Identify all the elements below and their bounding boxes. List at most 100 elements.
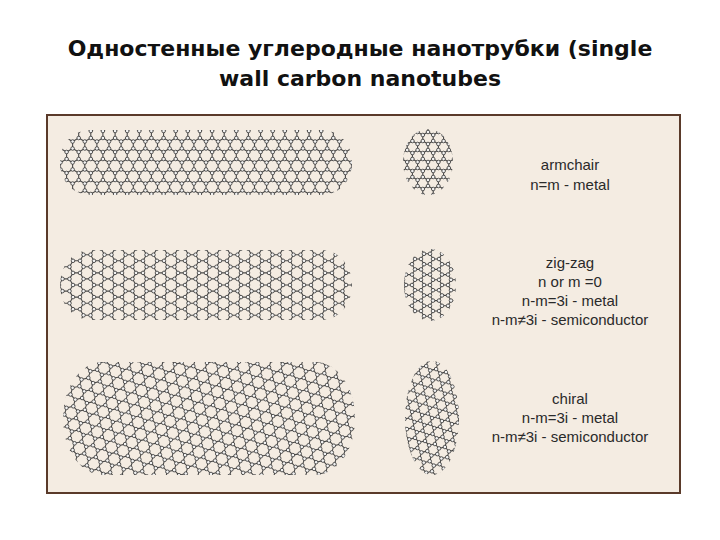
carbon-atom: [332, 136, 336, 140]
carbon-atom: [455, 320, 459, 324]
carbon-atom: [291, 453, 295, 457]
carbon-atom: [256, 362, 260, 366]
carbon-atom: [246, 259, 250, 263]
carbon-atom: [208, 289, 212, 293]
carbon-atom: [101, 178, 105, 182]
carbon-atom: [395, 148, 399, 152]
carbon-atom: [222, 157, 226, 161]
carbon-atom: [208, 435, 212, 439]
carbon-atom: [77, 171, 81, 175]
carbon-atom: [304, 370, 308, 374]
carbon-atom: [440, 457, 444, 461]
carbon-atom: [428, 314, 432, 318]
carbon-atom: [249, 426, 253, 430]
carbon-atom: [97, 423, 101, 427]
carbon-atom: [332, 130, 336, 133]
carbon-atom: [89, 432, 93, 436]
carbon-atom: [119, 375, 123, 379]
carbon-atom: [162, 259, 166, 263]
carbon-atom: [257, 399, 261, 403]
carbon-atom: [431, 157, 435, 161]
carbon-atom: [401, 268, 405, 272]
carbon-atom: [395, 355, 399, 359]
carbon-atom: [416, 355, 420, 359]
carbon-atom: [350, 189, 352, 193]
carbon-atom: [403, 380, 407, 384]
carbon-atom: [292, 253, 296, 257]
carbon-atom: [419, 309, 423, 313]
carbon-atom: [405, 196, 409, 200]
carbon-atom: [162, 157, 166, 161]
carbon-atom: [301, 140, 305, 144]
carbon-atom: [448, 375, 452, 379]
carbon-atom: [132, 416, 136, 420]
carbon-atom: [103, 253, 107, 257]
carbon-atom: [78, 250, 82, 251]
carbon-atom: [119, 140, 123, 144]
carbon-atom: [257, 253, 261, 257]
carbon-atom: [410, 304, 414, 308]
carbon-atom: [207, 417, 211, 421]
carbon-atom: [351, 307, 352, 311]
carbon-atom: [452, 151, 456, 155]
carbon-atom: [346, 459, 350, 463]
carbon-atom: [423, 439, 427, 443]
carbon-atom: [431, 236, 435, 240]
carbon-atom: [202, 393, 206, 397]
carbon-atom: [61, 314, 65, 318]
carbon-atom: [437, 160, 441, 164]
carbon-atom: [144, 438, 148, 442]
carbon-atom: [421, 157, 425, 161]
carbon-atom: [416, 130, 420, 134]
carbon-atom: [422, 354, 426, 358]
carbon-atom: [390, 121, 394, 125]
carbon-atom: [144, 182, 148, 186]
carbon-atom: [426, 124, 430, 128]
carbon-atom: [307, 178, 311, 182]
carbon-atom: [431, 288, 435, 292]
carbon-atom: [446, 283, 450, 287]
carbon-atom: [437, 247, 441, 251]
carbon-atom: [350, 427, 354, 431]
carbon-atom: [395, 330, 399, 334]
carbon-atom: [464, 314, 468, 318]
carbon-atom: [426, 178, 430, 182]
carbon-atom: [92, 259, 96, 263]
carbon-atom: [431, 320, 435, 324]
carbon-atom: [74, 398, 78, 402]
carbon-atom: [229, 253, 233, 257]
carbon-atom: [350, 182, 352, 186]
carbon-atom: [174, 178, 178, 182]
carbon-atom: [142, 463, 146, 467]
carbon-atom: [210, 157, 214, 161]
carbon-atom: [60, 307, 61, 311]
carbon-atom: [420, 451, 424, 455]
carbon-atom: [77, 130, 81, 133]
carbon-atom: [197, 271, 201, 275]
carbon-atom: [440, 262, 444, 266]
carbon-atom: [459, 394, 463, 398]
carbon-atom: [461, 441, 465, 445]
carbon-atom: [431, 151, 435, 155]
carbon-atom: [404, 396, 408, 400]
carbon-atom: [301, 182, 305, 186]
carbon-atom: [162, 130, 166, 133]
carbon-atom: [267, 250, 271, 251]
carbon-atom: [241, 189, 245, 193]
carbon-atom: [155, 250, 159, 251]
carbon-atom: [162, 421, 166, 425]
carbon-atom: [431, 121, 435, 125]
carbon-atom: [160, 366, 164, 370]
carbon-atom: [200, 400, 204, 404]
carbon-atom: [307, 444, 311, 448]
carbon-lattice: [60, 130, 352, 195]
carbon-atom: [84, 364, 88, 368]
carbon-atom: [451, 438, 455, 442]
carbon-atom: [458, 262, 462, 266]
carbon-atom: [464, 376, 468, 380]
carbon-atom: [194, 301, 198, 305]
carbon-atom: [267, 320, 271, 321]
carbon-atom: [89, 301, 93, 305]
carbon-atom: [410, 283, 414, 287]
carbon-atom: [309, 295, 313, 299]
